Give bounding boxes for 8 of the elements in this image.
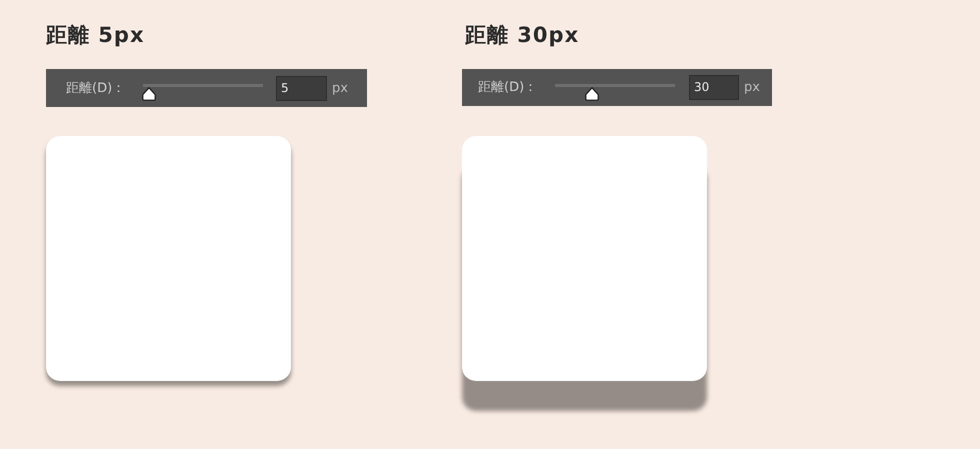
- unit-label: px: [332, 80, 348, 97]
- number-field: 5: [276, 76, 327, 101]
- section-heading: 距離 30px: [465, 22, 580, 48]
- field-label: 距離(D)：: [66, 80, 126, 97]
- unit-label: px: [744, 79, 760, 96]
- section-heading: 距離 5px: [46, 22, 145, 48]
- field-label: 距離(D)：: [478, 79, 538, 96]
- number-field: 30: [689, 75, 739, 100]
